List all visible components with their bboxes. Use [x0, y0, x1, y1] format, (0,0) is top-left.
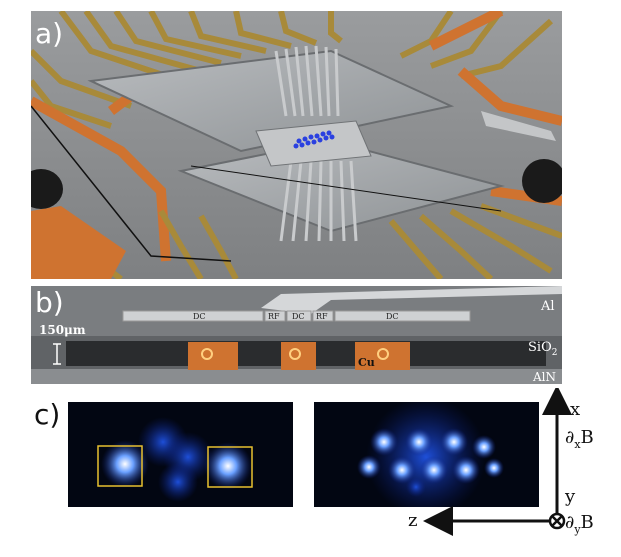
ion: [299, 142, 305, 148]
ion: [406, 477, 426, 497]
ion: [314, 133, 320, 139]
x-gradient-label: ∂xB: [565, 427, 594, 451]
highlight-box-left: [97, 445, 143, 487]
electrode-label: DC: [386, 312, 399, 321]
ion: [308, 134, 314, 140]
x-axis-label: x: [570, 399, 580, 420]
dc-electrode-right: [334, 310, 471, 322]
electrode-label: RF: [268, 312, 280, 321]
right-lead: [481, 111, 556, 141]
cu-block: [188, 342, 238, 370]
fluorescence-image-left: [68, 402, 293, 507]
z-axis-label: z: [408, 510, 417, 531]
chip-render: a): [31, 11, 562, 279]
ion: [452, 456, 480, 484]
central-electrodes: [274, 45, 358, 242]
dc-electrode-left: [122, 310, 264, 322]
ion: [388, 456, 416, 484]
coordinate-axes: x ∂xB y ∂yB z: [400, 385, 620, 553]
cu-block: [355, 342, 410, 370]
ion: [320, 131, 326, 137]
ion: [302, 136, 308, 142]
mount-hole-left: [31, 169, 63, 209]
current-symbol: [289, 348, 301, 360]
layer-label-sio2: SiO2: [528, 340, 557, 358]
fluorescence-right-svg: [357, 402, 504, 507]
axes-svg: x ∂xB y ∂yB z: [408, 385, 594, 536]
cross-section: DC RF DC RF DC Al SiO2 AlN Cu 150μm b): [31, 286, 562, 384]
chip-render-svg: [31, 11, 562, 279]
scale-label: 150μm: [39, 323, 86, 337]
cross-mark: [551, 515, 563, 527]
fluorescence-image-right: [314, 402, 539, 507]
rf-electrode-right: [312, 310, 334, 322]
y-gradient-label: ∂yB: [565, 512, 594, 536]
electrode-label: RF: [316, 312, 328, 321]
panel-c-label: c): [34, 398, 61, 431]
ion: [296, 138, 302, 144]
current-symbol: [377, 348, 389, 360]
fluorescence-left-svg: [97, 417, 253, 502]
cross-section-svg: DC RF DC RF DC Al SiO2 AlN Cu 150μm: [31, 286, 562, 384]
layer-label-al: Al: [540, 299, 555, 314]
y-axis-label: y: [564, 486, 576, 507]
panel-b-label: b): [35, 286, 64, 319]
dc-electrode-center: [286, 310, 312, 322]
ion: [311, 139, 317, 145]
ion: [329, 134, 335, 140]
ion: [357, 455, 381, 479]
current-symbol: [201, 348, 213, 360]
ion: [405, 428, 433, 456]
ion-crystal: [293, 130, 335, 149]
ion: [293, 143, 299, 149]
ion: [317, 137, 323, 143]
wire: [190, 165, 502, 212]
ion: [370, 428, 398, 456]
highlight-box-right: [207, 446, 253, 488]
panel-a-label: a): [35, 17, 64, 50]
layer-label-aln: AlN: [532, 370, 556, 384]
electrode-label: DC: [193, 312, 206, 321]
ion: [305, 140, 311, 146]
electrode-label: DC: [292, 312, 305, 321]
mount-hole-right: [522, 159, 562, 203]
al-bridge: [261, 286, 562, 314]
ion-dim: [158, 462, 198, 502]
rf-electrode-left: [264, 310, 286, 322]
ion: [440, 428, 468, 456]
cu-block: [281, 342, 316, 370]
ion: [484, 458, 504, 478]
gold-traces-top: [31, 11, 554, 129]
aln-layer: [31, 369, 562, 384]
wire: [31, 105, 232, 262]
ion: [472, 435, 496, 459]
ion: [420, 456, 448, 484]
ion: [326, 130, 332, 136]
upper-electrode-pad: [87, 49, 455, 153]
ion-bright: [204, 442, 252, 490]
copper-pad-left: [31, 206, 126, 279]
ion: [323, 135, 329, 141]
ion-bright: [101, 440, 149, 488]
conductor-label: Cu: [358, 356, 375, 369]
